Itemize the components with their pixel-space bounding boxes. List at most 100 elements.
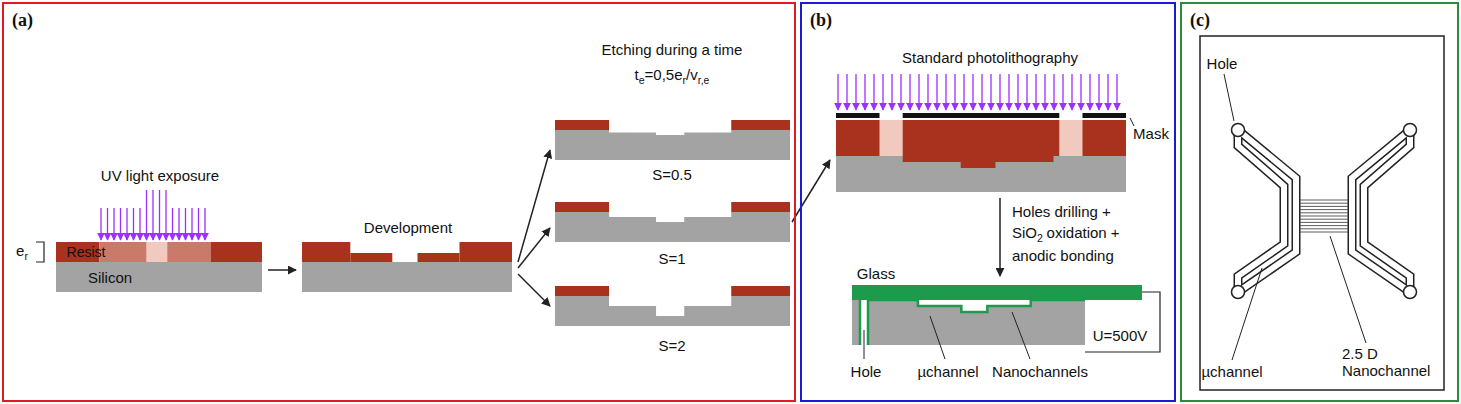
glass-cover [852, 285, 1142, 300]
uv-arrow [1098, 74, 1099, 110]
uv-arrow [936, 74, 937, 110]
text-label: t [635, 66, 639, 83]
label-group: µchannel [917, 363, 978, 380]
label-group: Glass [857, 265, 895, 282]
panel-label: (a) [12, 10, 33, 31]
silicon-substrate [555, 130, 790, 160]
text-label: 2.5 D Nanochannel [1342, 345, 1430, 379]
microchannel [1238, 130, 1296, 292]
silicon-substrate [852, 300, 860, 345]
photomask [836, 113, 880, 118]
nanochannel [1300, 225, 1348, 226]
text-label: Mask [1133, 125, 1169, 142]
oxide-layer [859, 300, 862, 345]
exposed-resist [880, 120, 903, 156]
uv-arrow [204, 208, 205, 240]
oxide-layer [867, 300, 870, 345]
uv-arrow [133, 208, 134, 240]
resist-layer [555, 120, 609, 130]
label-group: Hole [1207, 55, 1238, 72]
resist-layer [211, 242, 263, 262]
nanochannel [1300, 212, 1348, 213]
silicon-substrate [836, 156, 1126, 192]
text-label: Holes drilling + [1012, 203, 1111, 220]
label-group: S=1 [658, 250, 685, 267]
resist-layer [460, 242, 513, 262]
label-group: er [16, 242, 28, 262]
label-group: Hole [851, 363, 882, 380]
uv-arrow [972, 74, 973, 110]
label-group: SiO2oxidation + [1012, 224, 1120, 244]
uv-arrow [918, 74, 919, 110]
text-label: UV light exposure [101, 167, 219, 184]
label-group: S=0.5 [652, 166, 692, 183]
uv-arrow [120, 208, 121, 240]
uv-arrow [1107, 74, 1108, 110]
nanochannel [1300, 219, 1348, 220]
uv-arrow [1116, 74, 1117, 110]
resist-layer [555, 286, 609, 296]
leader-line [1330, 236, 1366, 343]
arrow [518, 274, 550, 306]
text-label: S=0.5 [652, 166, 692, 183]
voltage-bracket [1085, 292, 1160, 352]
text-label: µchannel [917, 363, 978, 380]
arrow [518, 150, 550, 262]
arrow [999, 198, 1001, 276]
uv-arrow [846, 74, 847, 110]
uv-arrow [198, 208, 199, 240]
text-label: µchannel [1201, 363, 1262, 380]
resist-layer [731, 202, 790, 212]
uv-arrow [1089, 74, 1090, 110]
leader-line [1012, 312, 1030, 359]
uv-arrow [891, 74, 892, 110]
uv-arrow [855, 74, 856, 110]
silicon-substrate [555, 296, 790, 326]
arrow [792, 160, 830, 222]
uv-arrow [159, 190, 160, 240]
text-label: SiO [1012, 224, 1037, 241]
uv-arrow [191, 208, 192, 240]
text-label: S=1 [658, 250, 685, 267]
uv-arrow [100, 208, 101, 240]
arrow [518, 228, 550, 268]
silicon-substrate [56, 262, 262, 292]
uv-arrow [165, 190, 166, 240]
access-hole [1232, 124, 1245, 137]
uv-arrow [981, 74, 982, 110]
nanochannel [1300, 228, 1348, 229]
silicon-substrate [868, 300, 1085, 345]
uv-arrow [1053, 74, 1054, 110]
nanochannel [1300, 203, 1348, 204]
text-label: 2 [1037, 232, 1043, 244]
text-label: r,e [698, 74, 710, 86]
uv-arrow [990, 74, 991, 110]
text-label: r [24, 250, 28, 262]
label-group: Holes drilling + [1012, 203, 1111, 220]
nanochannel [1300, 209, 1348, 210]
nanochannel [1300, 222, 1348, 223]
uv-arrow [873, 74, 874, 110]
uv-arrow [1026, 74, 1027, 110]
nanochannel [1300, 200, 1348, 201]
uv-arrow [927, 74, 928, 110]
text-label: e [16, 242, 24, 259]
oxide-layer [868, 300, 1085, 312]
resist-layer [731, 120, 790, 130]
text-label: Glass [857, 265, 895, 282]
resist-layer [418, 253, 460, 262]
resist-layer [350, 253, 392, 262]
panel-label: (c) [1190, 10, 1210, 31]
uv-arrow [139, 208, 140, 240]
microchannel [1238, 130, 1296, 292]
uv-arrow [1008, 74, 1009, 110]
uv-arrow [185, 208, 186, 240]
leader-line [864, 330, 865, 359]
label-group: Standard photolithography [902, 49, 1078, 66]
uv-arrow [882, 74, 883, 110]
uv-arrow [900, 74, 901, 110]
label-group: Mask [1133, 125, 1169, 142]
text-label: Etching during a time [602, 41, 743, 58]
access-hole [1404, 124, 1417, 137]
